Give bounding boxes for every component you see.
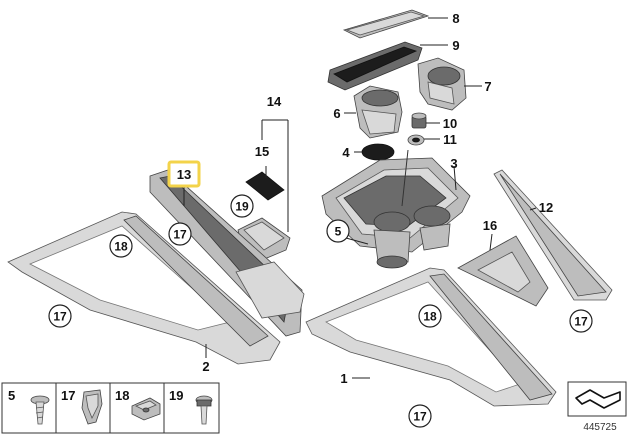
svg-text:17: 17	[173, 228, 187, 242]
callout-9: 9	[452, 38, 459, 53]
circled-callout-17-bracket: 17	[168, 222, 192, 246]
callout-4: 4	[342, 145, 350, 160]
svg-text:19: 19	[235, 200, 249, 214]
part-11-grommet	[407, 134, 425, 146]
svg-text:18: 18	[115, 388, 129, 403]
callout-7: 7	[484, 79, 491, 94]
part-4-mat	[361, 143, 395, 161]
svg-text:5: 5	[8, 388, 15, 403]
circled-callout-5: 5	[326, 219, 350, 243]
svg-text:17: 17	[53, 310, 67, 324]
callout-8: 8	[452, 11, 459, 26]
diagram-id: 445725	[583, 422, 617, 433]
svg-text:17: 17	[61, 388, 75, 403]
circled-callout-17-left: 17	[48, 304, 72, 328]
callout-11: 11	[443, 132, 457, 147]
callout-14: 14	[267, 94, 282, 109]
part-3-console-tray	[321, 149, 471, 269]
diagram-id-box: 445725	[567, 381, 627, 433]
fastener-legend: 5 17 18 19	[1, 382, 220, 434]
part-9-lid	[327, 41, 423, 91]
part-16-bezel	[457, 235, 549, 307]
part-6-tray	[353, 85, 403, 139]
part-13-bracket	[149, 169, 305, 337]
callout-6: 6	[333, 106, 340, 121]
part-1-main-trim	[305, 267, 557, 407]
svg-text:17: 17	[574, 315, 588, 329]
callout-13-highlighted: 13	[167, 160, 201, 188]
svg-text:18: 18	[114, 240, 128, 254]
part-15-pad	[245, 171, 285, 201]
screw-icon	[30, 395, 50, 425]
clip-icon	[81, 389, 103, 425]
callout-2: 2	[202, 359, 209, 374]
part-7-cup-insert	[417, 57, 467, 111]
part-12-side-trim	[493, 169, 613, 301]
callout-labels: 8 9 7 6 10 11 4 3 12 16 14 15 2 1	[202, 11, 553, 386]
callout-12: 12	[539, 200, 553, 215]
legend-cell-18: 18	[115, 388, 161, 421]
highlight-box	[167, 160, 201, 188]
circled-callout-17-bottom: 17	[408, 404, 432, 428]
legend-cell-19: 19	[169, 388, 213, 425]
circled-callout-18-right: 18	[418, 304, 442, 328]
callout-3: 3	[450, 156, 457, 171]
spring-nut-icon	[131, 397, 161, 421]
circled-callouts: 18 17 17 19 5 18 17 17	[48, 194, 593, 428]
svg-text:18: 18	[423, 310, 437, 324]
legend-cell-17: 17	[61, 388, 103, 425]
callout-10: 10	[443, 116, 457, 131]
svg-text:19: 19	[169, 388, 183, 403]
part-8-cover	[342, 9, 430, 39]
callout-13: 13	[177, 167, 191, 182]
callout-16: 16	[483, 218, 497, 233]
leader-lines	[183, 17, 537, 379]
fastener-symbol-icon	[575, 389, 621, 409]
callout-1: 1	[340, 371, 347, 386]
svg-text:5: 5	[335, 225, 342, 239]
callout-15: 15	[255, 144, 269, 159]
circled-callout-17-right: 17	[569, 309, 593, 333]
circled-callout-19: 19	[230, 194, 254, 218]
bolt-icon	[195, 395, 213, 425]
circled-callout-18-left: 18	[109, 234, 133, 258]
part-10-nut	[411, 112, 427, 129]
legend-cell-5: 5	[8, 388, 50, 425]
svg-text:17: 17	[413, 410, 427, 424]
part-2-trim-frame	[7, 211, 281, 365]
